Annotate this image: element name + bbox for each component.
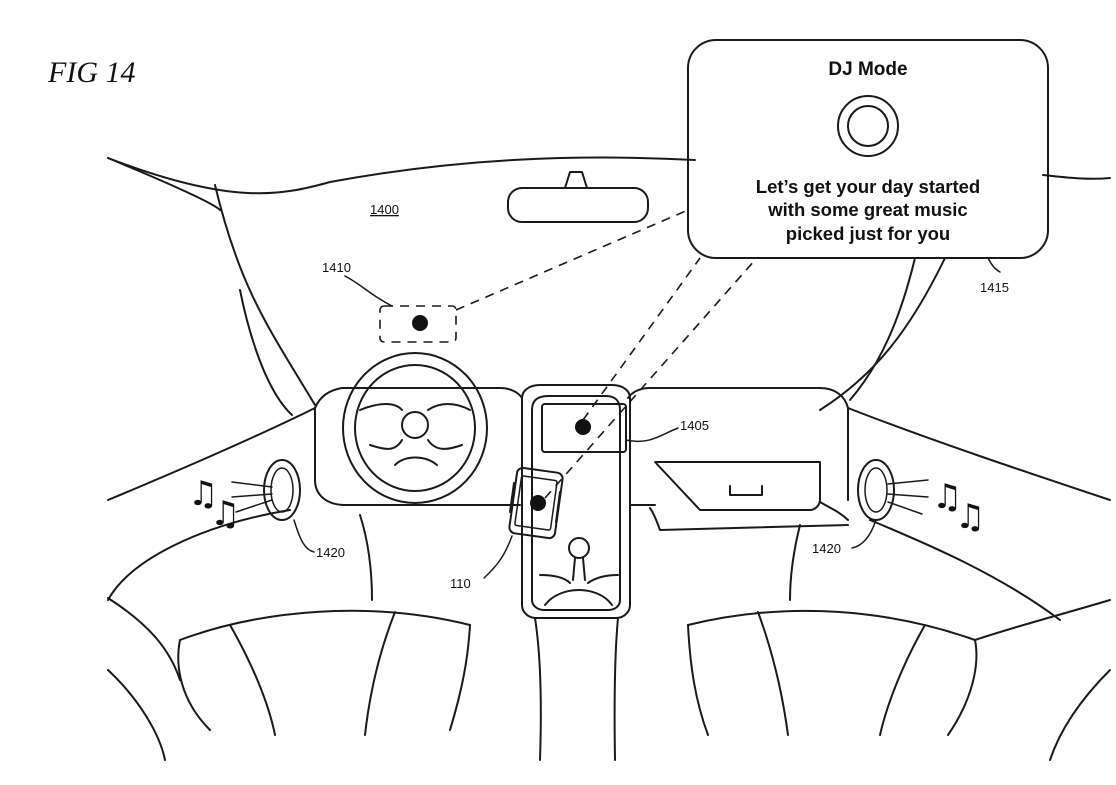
display-dot [575, 419, 591, 435]
speaker-icon [857, 459, 895, 521]
music-note-icon: ♫ [932, 477, 962, 517]
record-button-icon [837, 95, 899, 157]
speaker-icon [263, 459, 301, 521]
label-speaker-left: 1420 [316, 545, 345, 560]
windshield [107, 156, 1111, 416]
dash-display [541, 403, 627, 453]
label-popup: 1415 [980, 280, 1009, 295]
popup-message-line-3: picked just for you [786, 223, 950, 244]
hud-projection [379, 305, 457, 343]
speaker-left: ♫ ♫ [188, 459, 301, 534]
label-phone: 110 [450, 576, 471, 591]
dj-mode-popup: DJ Mode Let’s get your day started with … [687, 39, 1049, 259]
label-dash-display: 1405 [680, 418, 709, 433]
seats [107, 597, 1111, 761]
music-note-icon: ♫ [210, 494, 240, 534]
steering-wheel-icon [342, 352, 488, 504]
phone-dot [530, 495, 546, 511]
label-windshield: 1400 [370, 202, 399, 217]
figure-title: FIG 14 [47, 56, 135, 89]
label-speaker-right: 1420 [812, 541, 841, 556]
phone-icon [508, 466, 564, 540]
popup-title: DJ Mode [828, 59, 907, 80]
projection-lines [455, 209, 756, 499]
music-note-icon: ♫ [188, 474, 218, 514]
hud-dot [412, 315, 428, 331]
leader-lines [293, 257, 1001, 579]
rearview-mirror [507, 171, 649, 223]
speaker-right: ♫ ♫ [857, 459, 985, 537]
center-console [521, 384, 631, 761]
popup-message-line-2: with some great music [767, 199, 967, 220]
gear-shift-icon [539, 537, 619, 606]
dashboard [107, 387, 1111, 621]
popup-message-line-1: Let’s get your day started [756, 176, 980, 197]
music-note-icon: ♫ [955, 497, 985, 537]
label-hud-projection: 1410 [322, 260, 351, 275]
